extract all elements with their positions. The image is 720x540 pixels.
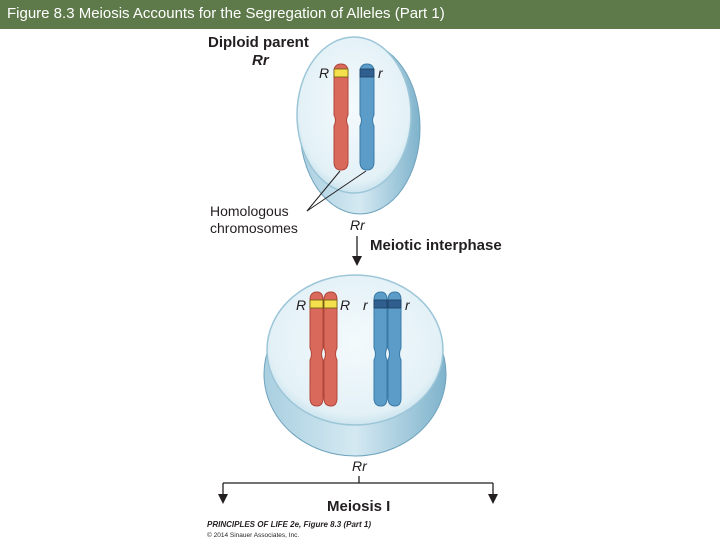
arrow-meiotic-interphase xyxy=(352,236,362,266)
cell-diploid-parent xyxy=(296,36,421,215)
credit-line2: © 2014 Sinauer Associates, Inc. xyxy=(207,531,299,539)
parent-heading: Diploid parent xyxy=(208,34,309,51)
chromosome-r-duplicated xyxy=(373,291,402,407)
chromosome-R-cell1 xyxy=(333,63,349,171)
allele-label-r-cell1: r xyxy=(378,65,384,81)
genotype-after-cell2: Rr xyxy=(352,458,368,474)
credit-line1: PRINCIPLES OF LIFE 2e, Figure 8.3 (Part … xyxy=(207,520,371,529)
figure-title: Figure 8.3 Meiosis Accounts for the Segr… xyxy=(7,5,445,22)
title-bar: Figure 8.3 Meiosis Accounts for the Segr… xyxy=(0,0,720,29)
step-label-meiosis-I: Meiosis I xyxy=(327,498,390,515)
arrow-meiosis-I xyxy=(218,476,498,504)
chromosome-R-duplicated xyxy=(309,291,338,407)
homologous-label-line2: chromosomes xyxy=(210,220,298,236)
homologous-pointer-lines xyxy=(306,170,367,212)
homologous-label-line1: Homologous xyxy=(210,203,289,219)
allele-label-R-left: R xyxy=(296,297,306,313)
allele-label-R-right: R xyxy=(340,297,350,313)
step-label-meiotic-interphase: Meiotic interphase xyxy=(370,237,502,254)
parent-genotype: Rr xyxy=(252,52,270,69)
allele-band-r xyxy=(359,68,375,78)
chromosome-r-cell1 xyxy=(359,63,375,171)
allele-label-r-left: r xyxy=(363,297,369,313)
cell-after-interphase xyxy=(263,274,447,457)
allele-band-R xyxy=(333,68,349,78)
genotype-after-cell1: Rr xyxy=(350,217,366,233)
allele-label-R-cell1: R xyxy=(319,65,329,81)
allele-label-r-right: r xyxy=(405,297,411,313)
